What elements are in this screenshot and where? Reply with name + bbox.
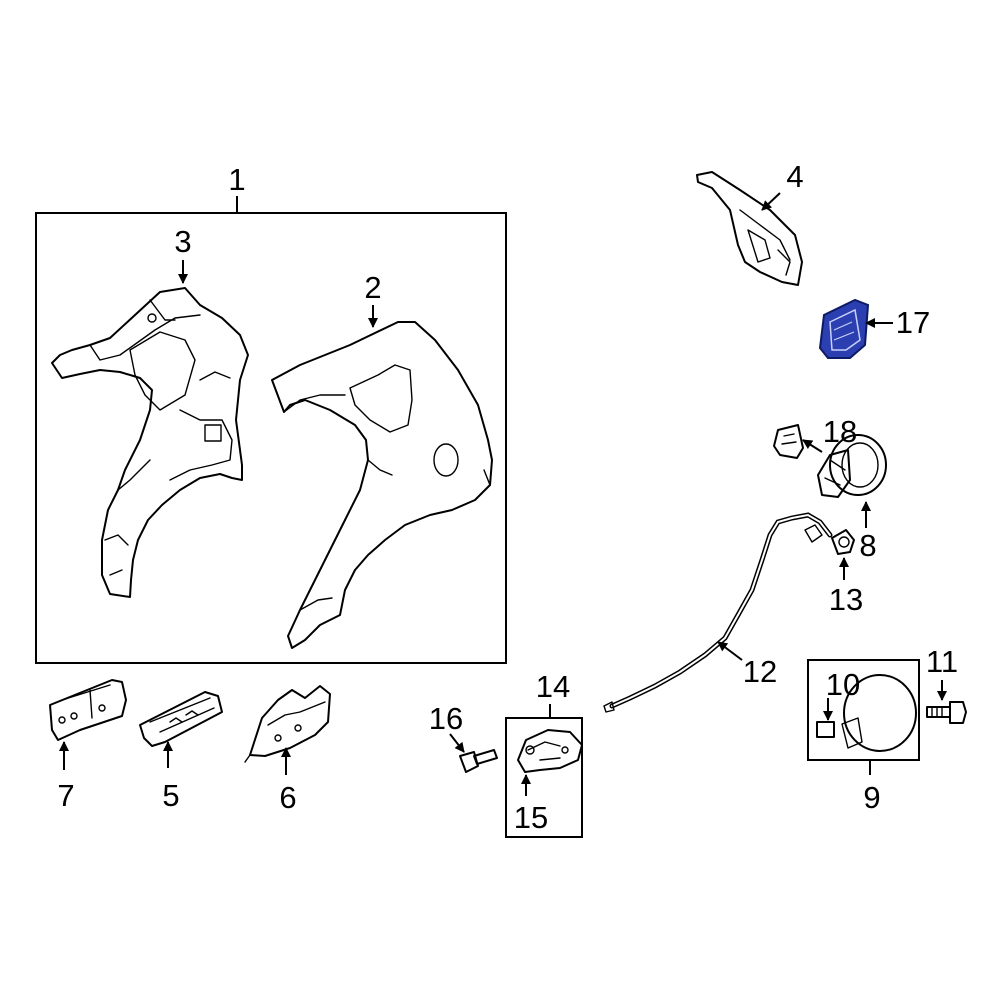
callout-15[interactable]: 15 (514, 800, 548, 835)
assembly-frame-1 (35, 212, 507, 664)
callout-14[interactable]: 14 (536, 669, 570, 704)
part-13-actuator[interactable] (831, 529, 855, 555)
callout-10[interactable]: 10 (826, 667, 860, 702)
assembly-frame-14 (505, 717, 583, 838)
callout-12[interactable]: 12 (743, 654, 777, 689)
callout-9[interactable]: 9 (863, 780, 880, 815)
callout-13[interactable]: 13 (829, 582, 863, 617)
leader-16 (449, 733, 465, 753)
part-16-bolt[interactable] (459, 749, 498, 773)
callout-8[interactable]: 8 (859, 528, 876, 563)
part-2-outer-quarter-panel[interactable] (271, 321, 493, 649)
assembly-frame-9 (807, 659, 920, 761)
leader-4 (761, 192, 781, 211)
part-6-reinforcement[interactable] (244, 685, 331, 763)
callout-16[interactable]: 16 (429, 701, 463, 736)
callout-2[interactable]: 2 (364, 270, 381, 305)
part-8-fuel-filler-housing[interactable] (817, 434, 887, 498)
part-12-release-cable[interactable] (603, 512, 833, 713)
callout-7[interactable]: 7 (57, 778, 74, 813)
callout-11[interactable]: 11 (926, 644, 958, 679)
callout-4[interactable]: 4 (786, 159, 803, 194)
callout-3[interactable]: 3 (174, 224, 191, 259)
callout-5[interactable]: 5 (162, 778, 179, 813)
part-4-bracket[interactable] (696, 171, 803, 286)
part-10-bumper[interactable] (816, 721, 835, 738)
leader-18 (802, 439, 823, 453)
part-9-fuel-door[interactable] (841, 674, 917, 752)
callout-1[interactable]: 1 (228, 162, 245, 197)
part-7-reinforcement[interactable] (49, 679, 127, 741)
callout-18[interactable]: 18 (823, 414, 857, 449)
part-15-latch[interactable] (517, 729, 583, 773)
part-5-reinforcement[interactable] (139, 691, 223, 747)
part-11-bolt[interactable] (926, 701, 967, 724)
callout-6[interactable]: 6 (279, 780, 296, 815)
part-3-inner-quarter-panel[interactable] (51, 287, 249, 598)
part-18-clip[interactable] (773, 424, 804, 459)
leader-12 (717, 641, 743, 661)
callout-17[interactable]: 17 (896, 305, 930, 340)
part-17-fuel-door-housing[interactable] (818, 298, 870, 359)
